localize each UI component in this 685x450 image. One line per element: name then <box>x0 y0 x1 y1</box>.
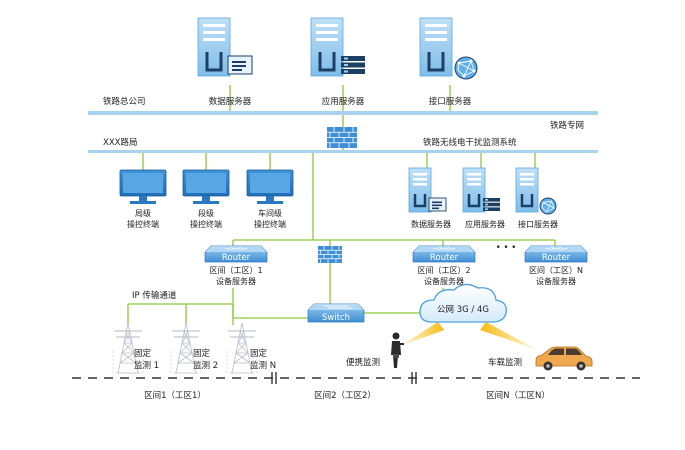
mid-server-app <box>462 167 500 213</box>
private-net-bus <box>88 111 598 115</box>
tower-3-label-b: 监测 N <box>250 360 276 371</box>
router-1-caption-a: 区间（工区）1 <box>209 266 262 275</box>
ip-channel-label: IP 传输通道 <box>132 290 177 301</box>
router-3-caption-b: 设备服务器 <box>536 276 576 286</box>
firewall-icon <box>318 246 342 263</box>
globe-icon <box>539 197 557 215</box>
tower-2-label-b: 监测 2 <box>193 360 218 371</box>
tower-3-label-a: 固定 <box>250 348 268 359</box>
top-server-data <box>197 17 253 77</box>
terminal-1 <box>119 169 167 204</box>
terminal-label-3a: 车间级 <box>258 208 282 218</box>
document-icon <box>227 55 253 75</box>
system-label: 铁路无线电干扰监测系统 <box>423 137 517 148</box>
mid-server-label-2: 应用服务器 <box>465 219 505 229</box>
tower-3 <box>226 322 258 374</box>
tower-1 <box>112 322 144 374</box>
globe-icon <box>454 56 478 80</box>
firewall-icon <box>327 127 357 148</box>
signal-beam-vehicle <box>480 322 538 350</box>
rack-icon <box>483 198 500 211</box>
terminal-label-1a: 局级 <box>135 208 151 218</box>
car-icon <box>535 346 593 371</box>
bureau-label: XXX路局 <box>103 137 137 148</box>
person-icon <box>391 332 404 368</box>
portable-label: 便携监测 <box>346 357 380 368</box>
section-dividers <box>271 372 417 384</box>
top-server-interface <box>419 17 478 80</box>
router-1-caption-b: 设备服务器 <box>216 276 256 286</box>
section-label-3: 区间N（工区N） <box>486 390 550 401</box>
tower-2 <box>170 322 202 374</box>
router-2-label: Router <box>430 253 459 263</box>
connector-lines <box>127 85 556 325</box>
router-1-label: Router <box>222 253 251 263</box>
mid-server-interface <box>515 167 557 215</box>
top-server-label-1: 数据服务器 <box>209 96 252 107</box>
hq-label: 铁路总公司 <box>103 96 146 107</box>
router-3-caption-a: 区间（工区）N <box>529 266 583 275</box>
terminal-label-3b: 操控终端 <box>254 219 286 229</box>
signal-beam-portable <box>400 322 444 346</box>
mid-server-label-1: 数据服务器 <box>411 219 451 229</box>
switch-icon: Switch <box>307 303 365 323</box>
router-3-label: Router <box>542 253 571 263</box>
router-1: Router <box>204 245 268 263</box>
top-server-label-3: 接口服务器 <box>429 96 472 107</box>
vehicle-label: 车载监测 <box>488 357 522 368</box>
document-icon <box>428 197 447 212</box>
terminal-3 <box>246 169 294 204</box>
rack-icon <box>341 56 365 74</box>
terminal-2 <box>182 169 230 204</box>
switch-label: Switch <box>322 313 350 323</box>
terminal-label-2a: 段级 <box>198 208 214 218</box>
cloud-icon: 公网 3G / 4G <box>419 283 507 323</box>
mid-server-data <box>408 167 447 213</box>
public-net-label: 公网 3G / 4G <box>437 305 489 315</box>
router-2: Router <box>412 245 476 263</box>
terminal-label-1b: 操控终端 <box>127 219 159 229</box>
section-label-1: 区间1（工区1） <box>144 390 206 401</box>
router-2-caption-a: 区间（工区）2 <box>417 266 470 275</box>
router-3: Router <box>524 245 588 263</box>
tower-1-label-a: 固定 <box>134 348 152 359</box>
router-dots: • • • <box>496 243 516 253</box>
router-2-caption-b: 设备服务器 <box>424 276 464 286</box>
terminal-label-2b: 操控终端 <box>190 219 222 229</box>
section-label-2: 区间2（工区2） <box>314 390 376 401</box>
tower-1-label-b: 监测 1 <box>134 360 159 371</box>
mid-server-label-3: 接口服务器 <box>518 219 558 229</box>
private-net-label: 铁路专网 <box>550 120 584 131</box>
top-server-label-2: 应用服务器 <box>322 96 365 107</box>
bureau-bus <box>88 150 598 153</box>
top-server-app <box>310 17 365 77</box>
tower-2-label-a: 固定 <box>193 348 211 359</box>
